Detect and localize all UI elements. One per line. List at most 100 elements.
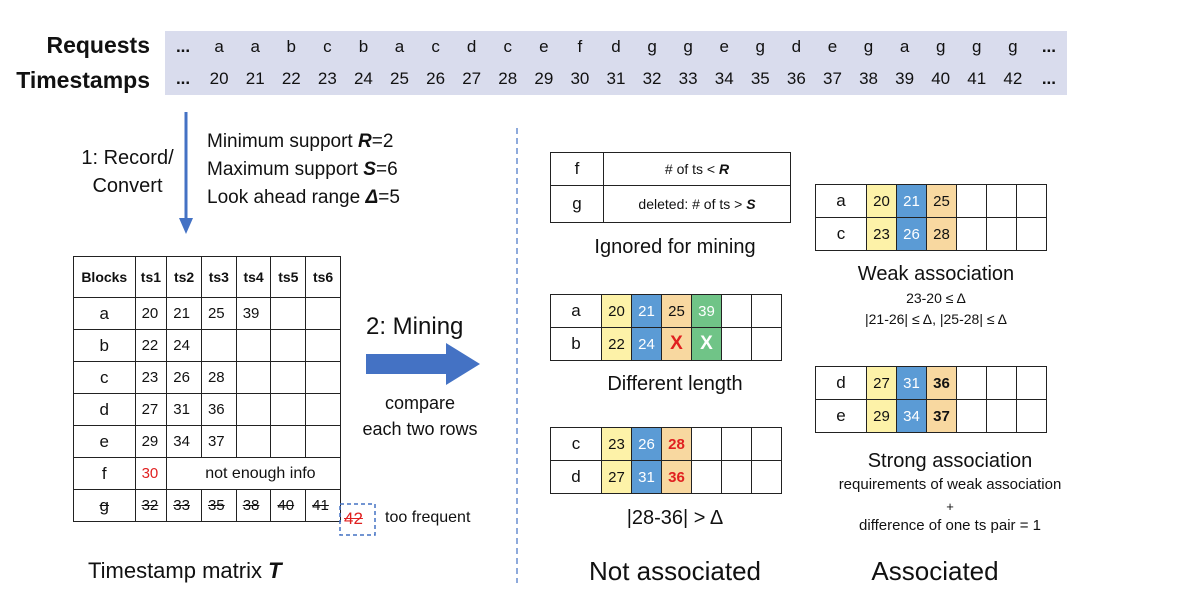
g-extra-ts: 42 xyxy=(344,509,363,528)
weak-row-c: c 23 26 28 xyxy=(815,217,1047,251)
row-block: d xyxy=(815,366,867,400)
matrix-cell: 27 xyxy=(134,393,168,426)
ignored-block: g xyxy=(550,185,604,223)
request-item: g xyxy=(935,37,946,56)
strong-row-d: d 27 31 36 xyxy=(815,366,1047,400)
row-block: a xyxy=(815,184,867,218)
matrix-cell: 32 xyxy=(134,489,168,522)
min-support: Minimum support R=2 xyxy=(207,128,400,156)
matrix-cell: 21 xyxy=(166,297,202,330)
matrix-cell xyxy=(235,361,272,394)
diff-row-b: b 22 24 X X xyxy=(550,327,782,361)
matrix-cell xyxy=(235,329,272,362)
section-divider xyxy=(516,128,518,583)
matrix-cell: 22 xyxy=(134,329,168,362)
mining-arrow-icon xyxy=(366,343,480,385)
request-item: ... xyxy=(175,37,191,56)
max-support-var: S xyxy=(363,159,376,180)
matrix-block: c xyxy=(73,361,136,394)
ts-cell: 27 xyxy=(866,366,897,400)
request-item: e xyxy=(719,37,729,56)
record-arrow-icon xyxy=(179,112,193,234)
different-length-caption: Different length xyxy=(607,373,743,395)
matrix-cell xyxy=(305,425,341,458)
ts-cell: 25 xyxy=(661,294,692,328)
ignored-note-var: S xyxy=(746,196,756,212)
ts-cell xyxy=(1016,184,1047,218)
matrix-header: ts1 xyxy=(134,256,168,298)
request-item: g xyxy=(683,37,693,56)
weak-condition-2: |21-26| ≤ Δ, |25-28| ≤ Δ xyxy=(864,311,1008,327)
weak-title: Weak association xyxy=(857,263,1015,285)
ignored-row-g: g deleted: # of ts > S xyxy=(550,185,791,223)
matrix-header: ts4 xyxy=(235,256,272,298)
look-ahead: Look ahead range Δ=5 xyxy=(207,184,400,212)
matrix-cell xyxy=(270,425,307,458)
ignored-table: f # of ts < R g deleted: # of ts > S xyxy=(550,152,791,223)
matrix-block: g xyxy=(73,489,136,522)
matrix-cell xyxy=(305,297,341,330)
matrix-caption: Timestamp matrix T xyxy=(88,558,282,584)
parameters: Minimum support R=2 Maximum support S=6 … xyxy=(207,128,400,212)
matrix-block: d xyxy=(73,393,136,426)
timestamp-item: 25 xyxy=(390,69,409,88)
ts-cell xyxy=(956,184,987,218)
ts-cell: 28 xyxy=(926,217,957,251)
request-item: a xyxy=(899,37,910,56)
timestamp-item: 40 xyxy=(931,69,951,88)
row-block: a xyxy=(550,294,602,328)
matrix-caption-text: Timestamp matrix xyxy=(88,558,269,583)
request-item: d xyxy=(611,37,621,56)
matrix-cell: 37 xyxy=(200,425,237,458)
strong-title: Strong association xyxy=(867,450,1033,472)
ts-cell xyxy=(956,366,987,400)
strong-condition-plus: + xyxy=(946,499,954,514)
ts-cell xyxy=(721,327,752,361)
timestamp-item: 28 xyxy=(498,69,518,88)
compare-line1: compare xyxy=(384,393,456,413)
ts-cell xyxy=(751,460,782,494)
matrix-header: ts2 xyxy=(166,256,202,298)
ts-cell xyxy=(986,184,1017,218)
ts-cell: 23 xyxy=(601,427,632,461)
matrix-cell xyxy=(235,393,272,426)
matrix-block: b xyxy=(73,329,136,362)
row-block: d xyxy=(550,460,602,494)
matrix-cell: 26 xyxy=(166,361,202,394)
timestamps-label: Timestamps xyxy=(16,67,150,93)
ts-cell: 24 xyxy=(631,327,662,361)
matrix-cell xyxy=(270,361,307,394)
matrix-header: ts3 xyxy=(200,256,237,298)
step2-label: 2: Mining xyxy=(366,313,464,340)
request-item: g xyxy=(863,37,874,56)
matrix-cell: 25 xyxy=(200,297,237,330)
matrix-block: e xyxy=(73,425,136,458)
matrix-cell: 29 xyxy=(134,425,168,458)
matrix-cell: 20 xyxy=(134,297,168,330)
request-item: ... xyxy=(1041,37,1056,56)
not-associated-table: c 23 26 28 d 27 31 36 xyxy=(550,427,782,494)
timestamp-item: 27 xyxy=(462,69,482,88)
ts-cell: 25 xyxy=(926,184,957,218)
weak-association-table: a 20 21 25 c 23 26 28 xyxy=(815,184,1047,251)
ts-cell xyxy=(721,427,752,461)
strong-condition-2: difference of one ts pair = 1 xyxy=(859,517,1041,534)
request-item: b xyxy=(286,37,296,56)
matrix-cell: 31 xyxy=(166,393,202,426)
ts-cell: 20 xyxy=(601,294,632,328)
matrix-block: a xyxy=(73,297,136,330)
matrix-cell: 36 xyxy=(200,393,237,426)
ts-cell: 22 xyxy=(601,327,632,361)
ts-cell xyxy=(956,217,987,251)
request-item: c xyxy=(503,37,512,56)
ts-cell: 21 xyxy=(631,294,662,328)
matrix-cell: 40 xyxy=(270,489,307,522)
compare-line2: each two rows xyxy=(362,419,478,439)
extra-ts-dashed-box xyxy=(339,503,376,536)
requests-label: Requests xyxy=(46,32,150,58)
timestamp-item: 20 xyxy=(209,69,229,88)
